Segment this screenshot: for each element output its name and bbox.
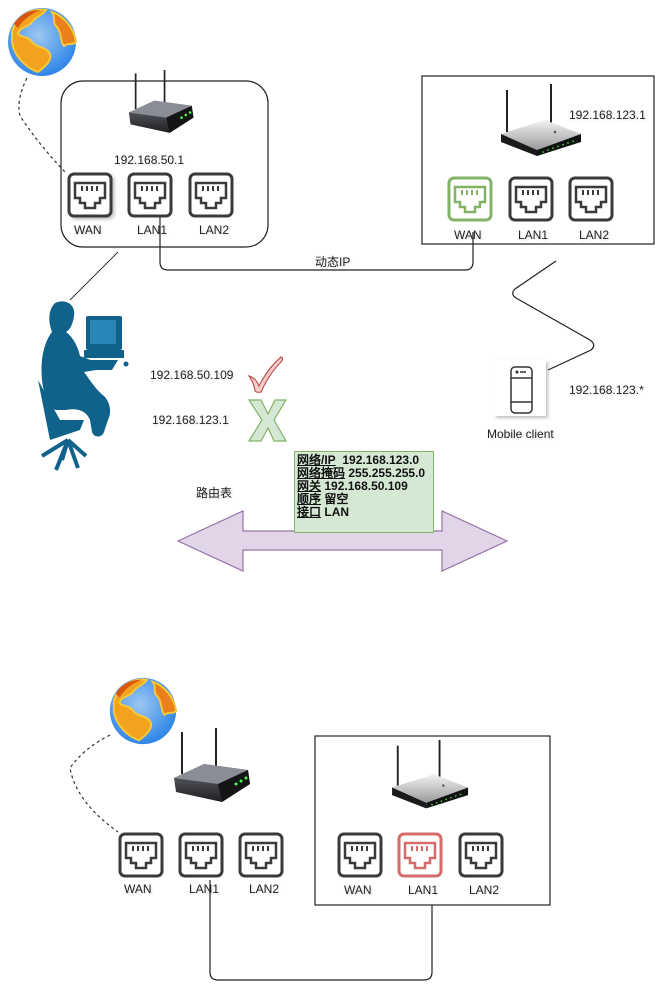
port-lan1[interactable] — [178, 832, 224, 878]
port-label: WAN — [454, 228, 482, 242]
check-icon — [247, 356, 284, 393]
wan-dashed-link-top — [18, 77, 66, 173]
wan-dashed-link-bottom — [69, 734, 119, 833]
port-wan[interactable] — [337, 832, 383, 878]
route-row: 网络掩码 255.255.255.0 — [297, 467, 431, 480]
route-key: 接口 — [297, 505, 322, 519]
port-wan[interactable] — [67, 172, 113, 218]
route-value: 192.168.123.0 — [342, 453, 420, 467]
main-router-ip: 192.168.50.1 — [114, 153, 185, 167]
globe-icon — [104, 672, 182, 750]
port-label: LAN2 — [579, 228, 610, 242]
routing-table-title: 路由表 — [196, 486, 233, 500]
route-key: 顺序 — [297, 492, 322, 506]
sub-router-group-box — [314, 735, 551, 906]
user-computer-icon — [38, 301, 129, 471]
route-value: 留空 — [324, 492, 349, 506]
port-lan1[interactable] — [508, 176, 554, 222]
port-label: WAN — [124, 882, 152, 896]
port-lan2[interactable] — [238, 832, 284, 878]
mobile-client-label: Mobile client — [487, 427, 554, 441]
port-wan[interactable] — [118, 832, 164, 878]
pc-unreachable-ip: 192.168.123.1 — [152, 413, 229, 427]
port-label: WAN — [344, 883, 372, 897]
port-lan2[interactable] — [188, 172, 234, 218]
port-label: LAN2 — [469, 883, 500, 897]
route-value: LAN — [324, 505, 350, 519]
cross-icon — [247, 399, 288, 442]
internet-globe-bottom — [104, 672, 182, 750]
port-wan-connected[interactable] — [447, 176, 493, 222]
mobile-phone-icon — [510, 366, 533, 414]
route-key: 网络/IP — [297, 453, 336, 467]
router-icon — [127, 70, 195, 134]
pc-link — [69, 251, 119, 301]
port-lan1-error[interactable] — [397, 832, 443, 878]
port-label: LAN1 — [408, 883, 439, 897]
route-row: 顺序 留空 — [297, 493, 431, 506]
route-value: 192.168.50.109 — [324, 479, 408, 493]
globe-icon — [3, 3, 81, 81]
sub-router-group-box — [421, 75, 655, 245]
port-label: LAN2 — [199, 223, 230, 237]
port-lan1[interactable] — [127, 172, 173, 218]
port-label: LAN1 — [518, 228, 549, 242]
routing-double-arrow — [176, 510, 509, 572]
port-label: LAN1 — [137, 223, 168, 237]
route-row: 网络/IP 192.168.123.0 — [297, 454, 431, 467]
sub-router-ip: 192.168.123.1 — [569, 108, 646, 122]
lan-to-lan-link — [209, 880, 433, 981]
route-row: 网关 192.168.50.109 — [297, 480, 431, 493]
route-row: 接口 LAN — [297, 506, 431, 519]
port-lan2[interactable] — [458, 832, 504, 878]
route-key: 网络掩码 — [297, 466, 346, 480]
port-lan2[interactable] — [568, 176, 614, 222]
dynamic-ip-label: 动态IP — [315, 255, 351, 269]
pc-gateway-ip: 192.168.50.109 — [150, 368, 234, 382]
mobile-client-box — [494, 360, 546, 416]
port-label: LAN1 — [189, 882, 220, 896]
router-icon — [391, 740, 470, 810]
internet-globe-top — [3, 3, 81, 81]
port-label: WAN — [74, 223, 102, 237]
route-value: 255.255.255.0 — [348, 466, 426, 480]
wireless-link — [512, 260, 595, 371]
dynamic-ip-link — [159, 212, 474, 271]
router-icon — [173, 728, 251, 803]
mobile-client-ip: 192.168.123.* — [569, 383, 644, 397]
route-key: 网关 — [297, 479, 322, 493]
routing-table-note: 网络/IP 192.168.123.0 网络掩码 255.255.255.0 网… — [294, 451, 434, 533]
port-label: LAN2 — [249, 882, 280, 896]
